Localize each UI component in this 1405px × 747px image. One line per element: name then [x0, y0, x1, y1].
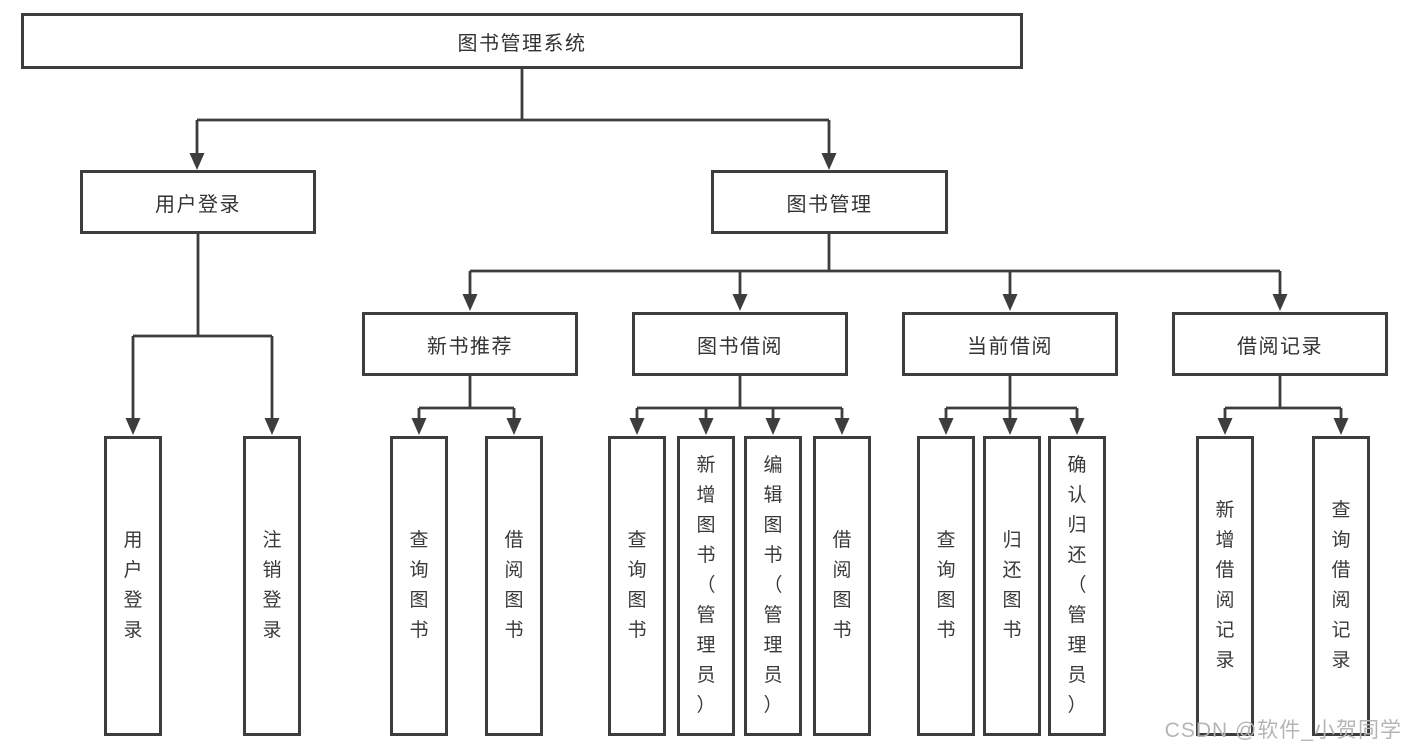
connector-current-to-leaves: [944, 376, 1079, 419]
connector-borrow-to-leaves: [635, 376, 844, 419]
leaf-add-book-admin: 新增图书（管理员）: [677, 436, 735, 736]
leaf-query-books: 查询图书: [390, 436, 448, 736]
connector-recommend-to-leaves: [417, 376, 516, 419]
connector-management-to-level3: [468, 234, 1282, 296]
leaf-query-borrow-record: 查询借阅记录: [1312, 436, 1370, 736]
leaf-borrow-books: 借阅图书: [813, 436, 871, 736]
node-book-borrowing: 图书借阅: [632, 312, 848, 376]
leaf-query-books: 查询图书: [608, 436, 666, 736]
leaf-query-books: 查询图书: [917, 436, 975, 736]
connector-root-to-level2: [195, 69, 831, 155]
leaf-logout: 注销登录: [243, 436, 301, 736]
leaf-confirm-return-admin: 确认归还（管理员）: [1048, 436, 1106, 736]
leaf-edit-book-admin: 编辑图书（管理员）: [744, 436, 802, 736]
leaf-return-books: 归还图书: [983, 436, 1041, 736]
node-current-borrowing: 当前借阅: [902, 312, 1118, 376]
leaf-user-login: 用户登录: [104, 436, 162, 736]
watermark: CSDN @软件_小贺同学: [1164, 719, 1402, 742]
leaf-borrow-books: 借阅图书: [485, 436, 543, 736]
node-user-login-branch: 用户登录: [80, 170, 316, 234]
node-new-book-recommend: 新书推荐: [362, 312, 578, 376]
node-borrowing-records: 借阅记录: [1172, 312, 1388, 376]
connector-login-to-leaves: [131, 234, 274, 419]
node-library-management-system: 图书管理系统: [21, 13, 1023, 69]
connector-records-to-leaves: [1223, 376, 1343, 419]
leaf-add-borrow-record: 新增借阅记录: [1196, 436, 1254, 736]
arrowhead-icons: [125, 153, 1349, 435]
node-book-management-branch: 图书管理: [711, 170, 948, 234]
